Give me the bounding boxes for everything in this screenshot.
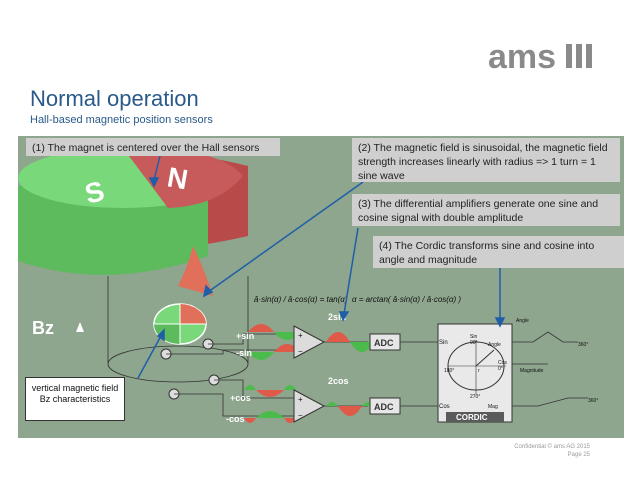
cordic-cos-axis: Cos [498,360,507,366]
callout-3: (3) The differential amplifiers generate… [352,194,620,226]
cordic-cos-in: Cos [439,404,450,410]
cordic-outputs [512,331,588,407]
formula-tan: â·sin(α) / â·cos(α) = tan(α) [254,295,348,304]
cordic-sin-axis: Sin [470,334,477,340]
callout-1: (1) The magnet is centered over the Hall… [26,138,280,156]
cordic-sin-in: Sin [439,340,448,346]
label-two-sin: 2sin [328,312,346,322]
cordic-180: 180° [444,368,454,374]
field-cone [178,246,213,296]
output-360-a: 360° [578,342,588,348]
hall-sensor-diagram: S N Bz [18,147,598,424]
callout-arrows [137,155,506,379]
callout-4: (4) The Cordic transforms sine and cosin… [373,236,624,268]
cordic-270: 270° [470,394,480,400]
slide-subtitle: Hall-based magnetic position sensors [30,114,213,126]
slide-title: Normal operation [30,86,199,111]
sensor-cylinder-outline [107,345,249,383]
callout-2: (2) The magnetic field is sinusoidal, th… [352,138,620,182]
output-angle-label: Angle [516,318,529,324]
cordic-mag-out: Mag [488,404,498,410]
ams-logo: ams [488,38,592,74]
svg-text:−: − [298,347,303,356]
label-two-cos: 2cos [328,376,349,386]
two-cos-wave-a [326,402,338,406]
two-sin-wave-neg [350,342,374,352]
output-magnitude-label: Magnitude [520,368,544,374]
cordic-90: 90° [470,340,478,346]
footer-confidential: Confidential © ams AG 2015 [514,444,590,450]
cordic-0: 0° [498,366,503,372]
two-sin-wave-pos [326,332,350,342]
cordic-block: CORDIC Sin Cos Sin 90° 180° Cos 0° 270° … [437,323,513,423]
formula-arctan: α = arctan( â·sin(α) / â·cos(α) ) [352,295,461,304]
adc-sin-label: ADC [374,338,394,348]
adc-cos-block [369,397,401,415]
cordic-r: r [478,368,480,374]
sin-amplifier [293,325,326,359]
two-cos-wave-b [338,406,362,416]
cordic-label: CORDIC [456,413,488,422]
ams-logo-text: ams [488,38,556,74]
hall-disc [153,303,207,345]
bz-label: Bz [32,318,54,338]
footer: Confidential © ams AG 2015 Page 25 [450,443,590,459]
cos-input-waves [244,385,296,423]
adc-sin-block [369,333,401,351]
label-minus-cos: -cos [226,414,245,424]
output-360-b: 360° [588,398,598,404]
footer-page: Page 25 [567,452,590,458]
magnet: S N [18,147,248,275]
svg-text:−: − [298,411,303,420]
bz-arrow-icon [76,322,84,332]
label-plus-cos: +cos [230,393,251,403]
label-plus-sin: +sin [236,331,254,341]
svg-text:+: + [298,331,303,340]
cos-amplifier [293,389,326,423]
sin-input-waves [248,324,300,360]
label-minus-sin: -sin [236,348,252,358]
adc-cos-label: ADC [374,402,394,412]
cordic-angle-out: Angle [488,342,501,348]
svg-text:+: + [298,395,303,404]
vertical-field-box: vertical magnetic field Bz characteristi… [25,377,125,421]
